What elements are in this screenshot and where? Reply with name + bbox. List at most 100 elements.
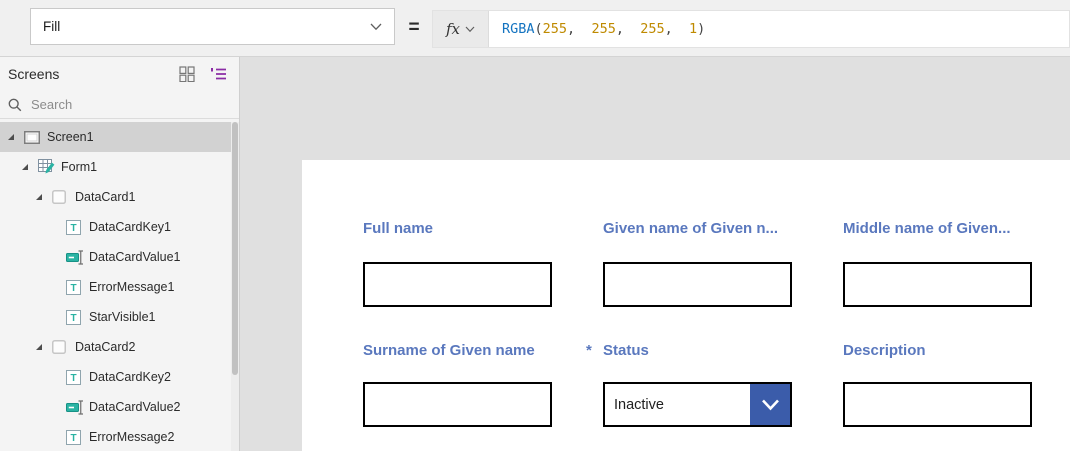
field-label-text: Status: [603, 342, 649, 359]
field-label-text: Middle name of Given...: [843, 220, 1011, 237]
form-surface[interactable]: Full name Given name of Given n... Middle …: [302, 160, 1070, 451]
screen-icon: [24, 131, 45, 144]
tree-item-label: DataCard2: [75, 340, 135, 354]
field-label-text: Given name of Given n...: [603, 220, 778, 237]
formula-token-number: 255: [591, 21, 615, 37]
tree-item-label: Screen1: [47, 130, 94, 144]
search-box[interactable]: [0, 91, 239, 119]
sidebar-scrollbar[interactable]: [231, 122, 239, 451]
formula-token-punct: ): [697, 21, 705, 37]
svg-text:T: T: [70, 283, 76, 294]
text-label-icon: T: [66, 430, 87, 445]
main-area: Screens: [0, 57, 1070, 451]
svg-text:T: T: [70, 433, 76, 444]
scrollbar-thumb[interactable]: [232, 122, 238, 375]
tree-item-datacardkey1[interactable]: T DataCardKey1: [0, 212, 239, 242]
datacard-icon: [52, 190, 73, 204]
field-middle-name-of-given: Middle name of Given...: [843, 220, 1032, 307]
fx-icon: fx: [446, 20, 460, 38]
formula-token-number: 1: [689, 21, 697, 37]
panel-title: Screens: [8, 66, 59, 82]
field-label-middle-name-of-given: Middle name of Given...: [843, 220, 1032, 238]
form-icon: [38, 159, 59, 175]
field-surname-of-given-name: Surname of Given name: [363, 342, 552, 427]
tree-item-label: DataCard1: [75, 190, 135, 204]
tree-item-starvisible1[interactable]: T StarVisible1: [0, 302, 239, 332]
tree-item-label: Form1: [61, 160, 97, 174]
field-label-surname-of-given-name: Surname of Given name: [363, 342, 552, 360]
field-label-full-name: Full name: [363, 220, 552, 238]
tree-item-label: DataCardKey2: [89, 370, 171, 384]
svg-text:T: T: [70, 223, 76, 234]
formula-token-punct: ,: [665, 21, 689, 37]
field-full-name: Full name: [363, 220, 552, 307]
dropdown-value: Inactive: [614, 384, 664, 425]
text-label-icon: T: [66, 280, 87, 295]
field-label-description: Description: [843, 342, 1032, 360]
tree-item-label: ErrorMessage2: [89, 430, 174, 444]
tree-item-label: DataCardValue1: [89, 250, 181, 264]
field-label-given-name-of-given-n: Given name of Given n...: [603, 220, 792, 238]
search-icon: [8, 98, 22, 112]
design-canvas: Full name Given name of Given n... Middle …: [240, 57, 1070, 451]
tree-item-errormessage1[interactable]: T ErrorMessage1: [0, 272, 239, 302]
text-label-icon: T: [66, 370, 87, 385]
text-input-middle-name-of-given[interactable]: [843, 262, 1032, 307]
tree-item-form1[interactable]: Form1: [0, 152, 239, 182]
tree-item-datacardvalue2[interactable]: DataCardValue2: [0, 392, 239, 422]
tree-item-errormessage2[interactable]: T ErrorMessage2: [0, 422, 239, 452]
formula-token-punct: ,: [567, 21, 591, 37]
field-given-name-of-given-n: Given name of Given n...: [603, 220, 792, 307]
required-marker: *: [586, 342, 592, 360]
field-label-text: Description: [843, 342, 926, 359]
expander-icon[interactable]: [36, 344, 42, 350]
text-label-icon: T: [66, 310, 87, 325]
tree-item-datacardkey2[interactable]: T DataCardKey2: [0, 362, 239, 392]
field-label-text: Full name: [363, 220, 433, 237]
svg-text:T: T: [70, 373, 76, 384]
text-input-icon: [66, 250, 87, 265]
text-input-description[interactable]: [843, 382, 1032, 427]
text-input-surname-of-given-name[interactable]: [363, 382, 552, 427]
svg-text:T: T: [70, 313, 76, 324]
expander-icon[interactable]: [22, 164, 28, 170]
tree-item-datacardvalue1[interactable]: DataCardValue1: [0, 242, 239, 272]
tree-item-screen1[interactable]: Screen1: [0, 122, 239, 152]
screens-panel: Screens: [0, 57, 240, 451]
search-input[interactable]: [31, 97, 206, 112]
formula-bar: fx RGBA(255, 255, 255, 1): [432, 10, 1070, 48]
property-selector[interactable]: Fill: [30, 8, 395, 45]
chevron-down-icon[interactable]: [750, 384, 790, 425]
dropdown-status[interactable]: Inactive: [603, 382, 792, 427]
tree-item-label: DataCardKey1: [89, 220, 171, 234]
formula-token-number: 255: [543, 21, 567, 37]
expander-icon[interactable]: [36, 194, 42, 200]
screens-panel-header: Screens: [0, 57, 239, 91]
tree-item-datacard1[interactable]: DataCard1: [0, 182, 239, 212]
fx-dropdown[interactable]: fx: [433, 11, 489, 47]
text-input-icon: [66, 400, 87, 415]
formula-token-punct: (: [535, 21, 543, 37]
tree-item-label: StarVisible1: [89, 310, 155, 324]
property-selector-value: Fill: [43, 19, 60, 34]
formula-token-number: 255: [640, 21, 664, 37]
formula-input[interactable]: RGBA(255, 255, 255, 1): [489, 11, 1069, 47]
datacard-icon: [52, 340, 73, 354]
tree-item-label: ErrorMessage1: [89, 280, 174, 294]
chevron-down-icon: [370, 23, 382, 31]
text-label-icon: T: [66, 220, 87, 235]
property-toolbar: Fill = fx RGBA(255, 255, 255, 1): [0, 0, 1070, 57]
formula-token-function: RGBA: [502, 21, 535, 37]
thumbnail-view-icon[interactable]: [179, 66, 195, 82]
text-input-full-name[interactable]: [363, 262, 552, 307]
tree-item-datacard2[interactable]: DataCard2: [0, 332, 239, 362]
field-label-status: *Status: [603, 342, 792, 360]
field-description: Description: [843, 342, 1032, 427]
tree-view-icon[interactable]: [210, 67, 227, 81]
expander-icon[interactable]: [8, 134, 14, 140]
equals-sign: =: [400, 0, 428, 56]
text-input-given-name-of-given-n[interactable]: [603, 262, 792, 307]
tree-item-label: DataCardValue2: [89, 400, 181, 414]
